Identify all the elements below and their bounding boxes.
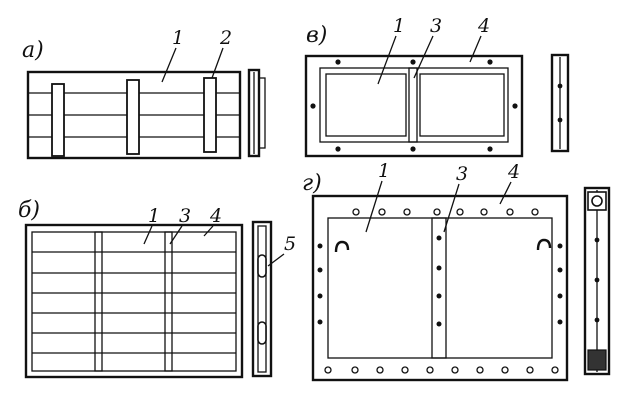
num-a-2: 2	[219, 27, 232, 49]
side-view-b	[251, 220, 273, 378]
frame-b	[24, 223, 244, 379]
leader-a-1	[161, 47, 177, 83]
panel-a: а) 1 2	[22, 27, 266, 160]
frame-v	[304, 54, 524, 158]
panel-b: б) 1 3 4 5	[18, 198, 296, 379]
num-a-1: 1	[172, 27, 184, 49]
num-b-4: 4	[209, 205, 222, 227]
batten-a-2	[126, 79, 140, 155]
num-g-4: 4	[507, 161, 520, 183]
num-b-1: 1	[148, 205, 160, 227]
side-view-v	[550, 53, 570, 153]
num-v-1: 1	[393, 15, 405, 37]
leader-a-2	[211, 47, 224, 79]
num-b-3: 3	[179, 205, 191, 227]
batten-a-3	[203, 77, 217, 153]
side-view-g-bottom-block	[587, 349, 607, 371]
num-g-3: 3	[456, 163, 468, 185]
stiffener-g	[431, 217, 447, 359]
label-v: в)	[306, 23, 327, 48]
batten-a-1	[51, 83, 65, 157]
num-b-5: 5	[284, 233, 296, 255]
side-view-g	[583, 186, 611, 376]
frame-g	[311, 194, 569, 382]
stiffener-v	[408, 67, 418, 143]
slot-b-2	[257, 321, 267, 345]
slot-b-1	[257, 254, 267, 278]
label-a: а)	[22, 38, 44, 63]
label-b: б)	[18, 198, 40, 223]
panel-v: в) 1 3 4	[304, 15, 570, 158]
label-g: г)	[302, 171, 322, 196]
num-g-1: 1	[378, 160, 390, 182]
num-v-3: 3	[430, 15, 442, 37]
hook-left-g	[334, 240, 350, 253]
hook-right-g	[536, 238, 552, 251]
num-v-4: 4	[477, 15, 490, 37]
panel-g: г) 1 3 4	[302, 160, 611, 382]
